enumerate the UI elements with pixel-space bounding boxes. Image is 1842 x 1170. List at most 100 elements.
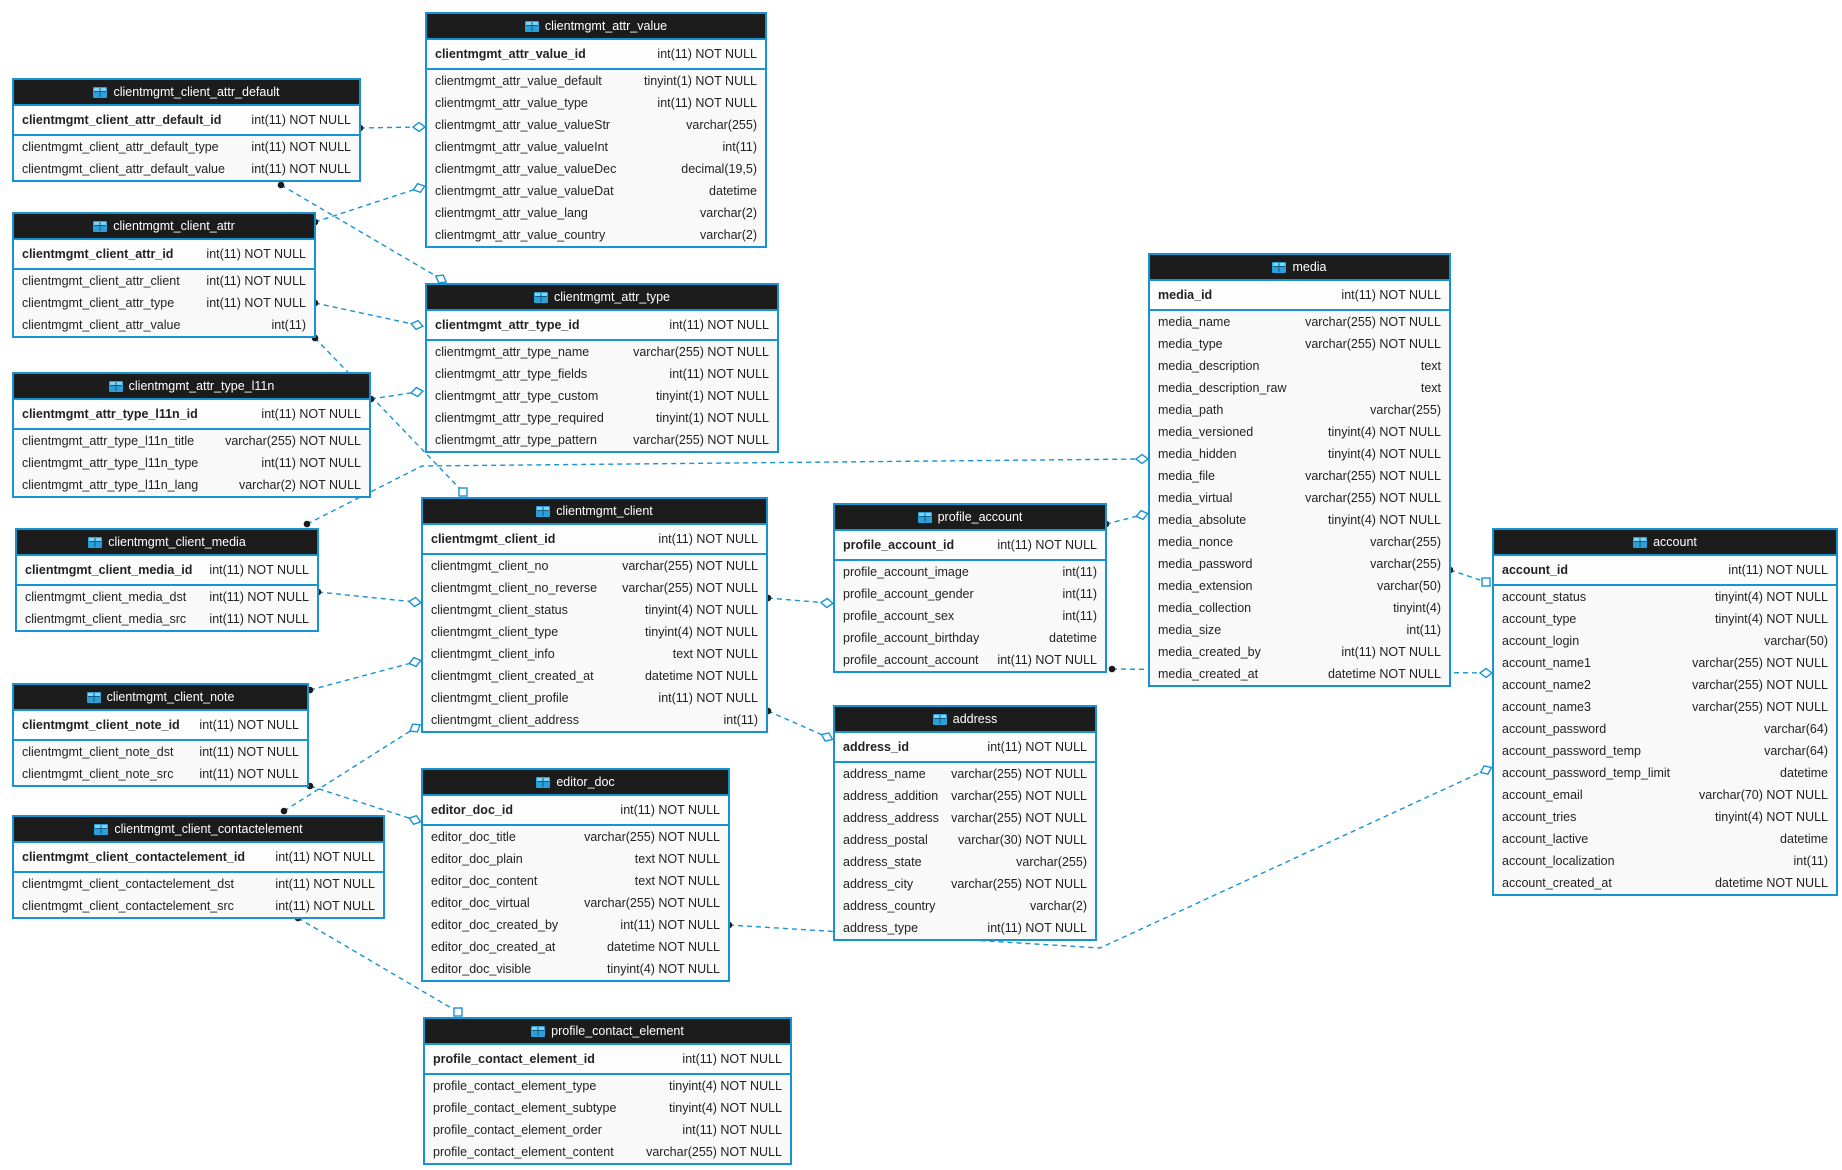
table-clientmgmt_client_attr_default[interactable]: clientmgmt_client_attr_default clientmgmt… (12, 78, 361, 182)
table-header[interactable]: clientmgmt_client_contactelement (14, 817, 383, 843)
rel-client-to-profile-account[interactable] (764, 594, 835, 609)
rel-editor-doc-to-account[interactable] (725, 763, 1494, 949)
table-profile_contact_element[interactable]: profile_contact_element profile_contact_e… (423, 1017, 792, 1165)
relationship-dashed-line[interactable] (1449, 569, 1487, 583)
relationship-dashed-line[interactable] (314, 187, 420, 223)
table-header[interactable]: profile_contact_element (425, 1019, 790, 1045)
relationship-dashed-line[interactable] (370, 391, 418, 400)
relationship-dashed-line[interactable] (306, 458, 1143, 525)
table-header[interactable]: profile_account (835, 505, 1105, 531)
table-header[interactable]: editor_doc (423, 770, 728, 796)
rel-media-to-account[interactable] (1446, 566, 1491, 587)
rel-client-attr-default-to-attr-type[interactable] (277, 181, 449, 286)
table-header[interactable]: clientmgmt_attr_value (427, 14, 765, 40)
relationship-dashed-line[interactable] (728, 769, 1487, 949)
relationship-dashed-line[interactable] (280, 184, 442, 280)
relationship-dashed-line[interactable] (767, 710, 828, 738)
table-header[interactable]: clientmgmt_attr_type_l11n (14, 374, 369, 400)
table-header[interactable]: clientmgmt_attr_type (427, 285, 777, 311)
table-header[interactable]: clientmgmt_client_attr (14, 214, 314, 240)
table-header[interactable]: address (835, 707, 1095, 733)
table-header[interactable]: account (1494, 530, 1836, 556)
rel-profile-account-to-media[interactable] (1102, 509, 1149, 528)
table-header[interactable]: clientmgmt_client_media (17, 530, 317, 556)
rel-attr-type-l11n-to-attr-type[interactable] (367, 386, 425, 403)
table-header[interactable]: clientmgmt_client (423, 499, 766, 525)
rel-client-attr-default-to-attr-value[interactable] (356, 121, 427, 133)
table-header[interactable]: clientmgmt_client_note (14, 685, 307, 711)
relationship-dashed-line[interactable] (309, 785, 416, 821)
table-clientmgmt_client_attr[interactable]: clientmgmt_client_attr clientmgmt_client_… (12, 212, 316, 338)
relationship-dashed-line[interactable] (359, 126, 420, 129)
table-header[interactable]: clientmgmt_client_attr_default (14, 80, 359, 106)
relationship-dashed-line[interactable] (283, 727, 416, 812)
